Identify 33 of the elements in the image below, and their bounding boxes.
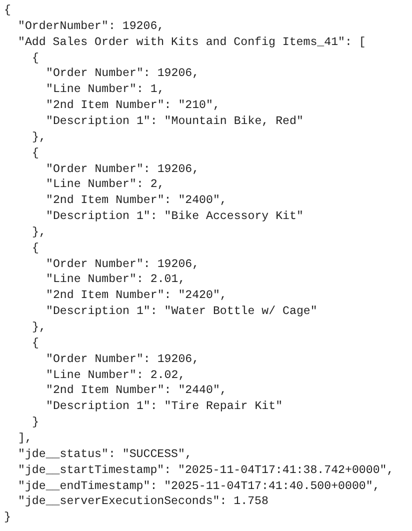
- code-line: "jde__serverExecutionSeconds": 1.758: [18, 494, 268, 510]
- code-line: "Description 1": "Water Bottle w/ Cage": [46, 304, 318, 320]
- code-line: "Line Number": 2,: [46, 177, 164, 193]
- code-line: "Order Number": 19206,: [46, 162, 200, 178]
- code-line: "Order Number": 19206,: [46, 66, 200, 82]
- code-line: },: [32, 224, 46, 240]
- code-line: {: [4, 3, 11, 19]
- code-line: "2nd Item Number": "2400",: [46, 193, 227, 209]
- code-line: "Order Number": 19206,: [46, 256, 200, 272]
- code-line: },: [32, 130, 46, 146]
- code-line: "jde__endTimestamp": "2025-11-04T17:41:40.500+0000",: [18, 478, 380, 494]
- code-line: {: [32, 146, 39, 162]
- code-line: "Order Number": 19206,: [46, 352, 200, 368]
- code-line: {: [32, 240, 39, 256]
- code-line: {: [32, 336, 39, 352]
- code-line: "OrderNumber": 19206,: [18, 18, 164, 34]
- code-line: "2nd Item Number": "2440",: [46, 383, 227, 399]
- code-line: "Description 1": "Tire Repair Kit": [46, 399, 283, 415]
- code-line: "Description 1": "Mountain Bike, Red": [46, 114, 304, 130]
- code-line: },: [32, 320, 46, 336]
- code-line: "Description 1": "Bike Accessory Kit": [46, 209, 304, 225]
- code-line: {: [32, 50, 39, 66]
- code-line: ],: [18, 430, 32, 447]
- code-line: "jde__status": "SUCCESS",: [18, 446, 192, 462]
- code-line: }: [32, 415, 39, 431]
- code-line: "2nd Item Number": "210",: [46, 98, 220, 114]
- code-line: "2nd Item Number": "2420",: [46, 288, 227, 304]
- code-line: }: [4, 510, 11, 526]
- code-line: "Add Sales Order with Kits and Config Items_41": [: [18, 34, 366, 50]
- code-line: "jde__startTimestamp": "2025-11-04T17:41:38.742+0000",: [18, 462, 394, 478]
- code-line: "Line Number": 2.01,: [46, 272, 186, 288]
- code-line: "Line Number": 1,: [46, 82, 164, 98]
- code-line: "Line Number": 2.02,: [46, 368, 186, 384]
